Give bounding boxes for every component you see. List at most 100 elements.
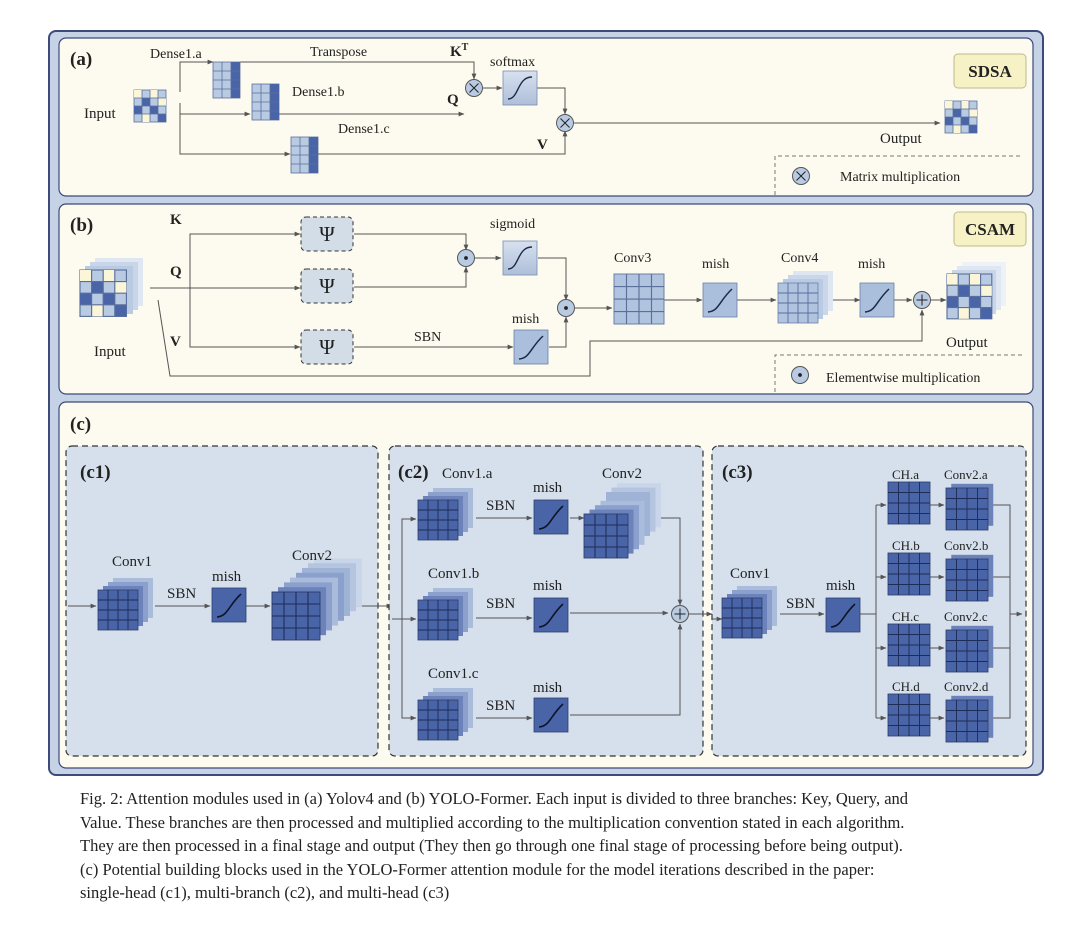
add-node-b xyxy=(913,291,931,309)
elementwise-node-2 xyxy=(557,299,575,317)
caption-line: They are then processed in a final stage… xyxy=(80,836,903,856)
c2-mish-label-1: mish xyxy=(533,480,563,496)
csam-badge xyxy=(953,211,1027,247)
c1-conv1-label: Conv1 xyxy=(112,554,152,570)
sigmoid-icon xyxy=(502,240,538,276)
dense1a-label: Dense1.a xyxy=(150,47,202,62)
dense1a-matrix xyxy=(212,61,241,99)
sbn-label-b: SBN xyxy=(414,330,441,345)
c1-sbn-label: SBN xyxy=(167,586,196,602)
elementwise-node-1 xyxy=(457,249,475,267)
sdsa-input-matrix xyxy=(133,89,167,123)
c2-mish-label-3: mish xyxy=(533,680,563,696)
k-transpose-label: KT xyxy=(450,42,469,60)
panel-a-sdsa: (a) SDSA Input Dense1.a Dense1.b Dense1.… xyxy=(58,37,1034,197)
svg-text:Ψ: Ψ xyxy=(319,335,335,359)
csam-badge-label: CSAM xyxy=(965,220,1015,239)
c2-sbn-label-2: SBN xyxy=(486,596,515,612)
mish-icon-b3 xyxy=(859,282,895,318)
c3-conv2c-stack xyxy=(945,625,994,673)
legend-elementwise-multiplication: Elementwise multiplication xyxy=(826,371,980,386)
conv4-label: Conv4 xyxy=(781,251,818,266)
c2-tag: (c2) xyxy=(398,462,429,483)
mish-icon-b1 xyxy=(513,329,549,365)
subpanel-c3: (c3) Conv1 SBN mish xyxy=(711,445,1027,757)
csam-output-stack xyxy=(946,262,1006,320)
mish-label-b2: mish xyxy=(702,257,729,272)
c3-conv2c-label: Conv2.c xyxy=(944,609,988,624)
c3-mish-label: mish xyxy=(826,578,856,594)
q-label-b: Q xyxy=(170,264,182,280)
c3-conv2a-label: Conv2.a xyxy=(944,467,988,482)
sdsa-input-label: Input xyxy=(84,106,116,122)
attention-modules-diagram: (a) SDSA Input Dense1.a Dense1.b Dense1.… xyxy=(58,37,1034,769)
c3-mish-icon xyxy=(825,597,861,633)
dense1b-matrix xyxy=(251,83,280,121)
sdsa-output-label: Output xyxy=(880,131,923,147)
v-label: V xyxy=(537,137,548,153)
dense1c-label: Dense1.c xyxy=(338,122,390,137)
c2-add-node xyxy=(671,605,689,623)
c3-ch-b-label: CH.b xyxy=(892,538,920,553)
c2-sbn-label-1: SBN xyxy=(486,498,515,514)
conv3-grid xyxy=(613,273,665,325)
panel-c-blocks: (c) (c1) Conv1 SBN mish Conv2 xyxy=(58,401,1034,769)
sdsa-output-matrix xyxy=(944,100,978,134)
panel-b-csam: (b) CSAM Input K xyxy=(58,203,1034,395)
dense1c-matrix xyxy=(290,136,319,174)
svg-text:Ψ: Ψ xyxy=(319,274,335,298)
csam-output-label: Output xyxy=(946,335,989,351)
c2-mish-icon-3 xyxy=(533,697,569,733)
softmax-label: softmax xyxy=(490,55,535,70)
csam-input-label: Input xyxy=(94,344,126,360)
svg-text:Ψ: Ψ xyxy=(319,222,335,246)
c2-conv2-label: Conv2 xyxy=(602,466,642,482)
caption-line: Fig. 2: Attention modules used in (a) Yo… xyxy=(80,789,909,808)
subpanel-c2: (c2) Conv1.a Conv1.b Conv1.c SBN SBN xyxy=(388,445,713,757)
c3-ch-d-label: CH.d xyxy=(892,679,920,694)
c3-ch-b-grid xyxy=(887,552,931,596)
c2-mish-icon-2 xyxy=(533,597,569,633)
c3-conv2d-stack xyxy=(945,695,994,743)
caption-line: (c) Potential building blocks used in th… xyxy=(80,859,875,879)
c3-ch-a-grid xyxy=(887,481,931,525)
matmul-node-2 xyxy=(556,114,574,132)
c2-conv1a-label: Conv1.a xyxy=(442,466,493,482)
c3-ch-d-grid xyxy=(887,693,931,737)
csam-input-stack xyxy=(79,258,143,318)
matrix-mult-legend-icon xyxy=(792,167,810,185)
panel-c-tag: (c) xyxy=(70,414,91,435)
c3-conv2b-label: Conv2.b xyxy=(944,538,988,553)
c1-tag: (c1) xyxy=(80,462,111,483)
matmul-node-1 xyxy=(465,79,483,97)
psi-v-box: Ψ xyxy=(300,329,354,365)
subpanel-c1: (c1) Conv1 SBN mish Conv2 xyxy=(65,445,393,757)
c3-conv2a-stack xyxy=(945,483,994,531)
mish-label-b1: mish xyxy=(512,312,539,327)
c3-ch-c-grid xyxy=(887,623,931,667)
psi-q-box: Ψ xyxy=(300,268,354,304)
c3-conv2d-label: Conv2.d xyxy=(944,679,989,694)
c3-ch-a-label: CH.a xyxy=(892,467,919,482)
mish-label-b3: mish xyxy=(858,257,885,272)
c2-mish-icon-1 xyxy=(533,499,569,535)
dense1b-label: Dense1.b xyxy=(292,85,345,100)
panel-b-tag: (b) xyxy=(70,215,93,236)
q-label: Q xyxy=(447,92,459,108)
c3-sbn-label: SBN xyxy=(786,596,815,612)
c2-mish-label-2: mish xyxy=(533,578,563,594)
caption-line: Value. These branches are then processed… xyxy=(80,812,905,832)
conv3-label: Conv3 xyxy=(614,251,651,266)
k-label-b: K xyxy=(170,212,182,228)
c3-conv1-label: Conv1 xyxy=(730,566,770,582)
sigmoid-label: sigmoid xyxy=(490,217,535,232)
figure-caption: Fig. 2: Attention modules used in (a) Yo… xyxy=(80,787,1040,905)
c3-conv2b-stack xyxy=(945,554,994,602)
c2-conv1b-label: Conv1.b xyxy=(428,566,479,582)
sdsa-badge-label: SDSA xyxy=(968,62,1012,81)
elementwise-legend-icon xyxy=(791,366,809,384)
transpose-label: Transpose xyxy=(310,45,367,60)
legend-matrix-multiplication: Matrix multiplication xyxy=(840,170,960,185)
psi-k-box: Ψ xyxy=(300,216,354,252)
sdsa-badge xyxy=(953,53,1027,89)
